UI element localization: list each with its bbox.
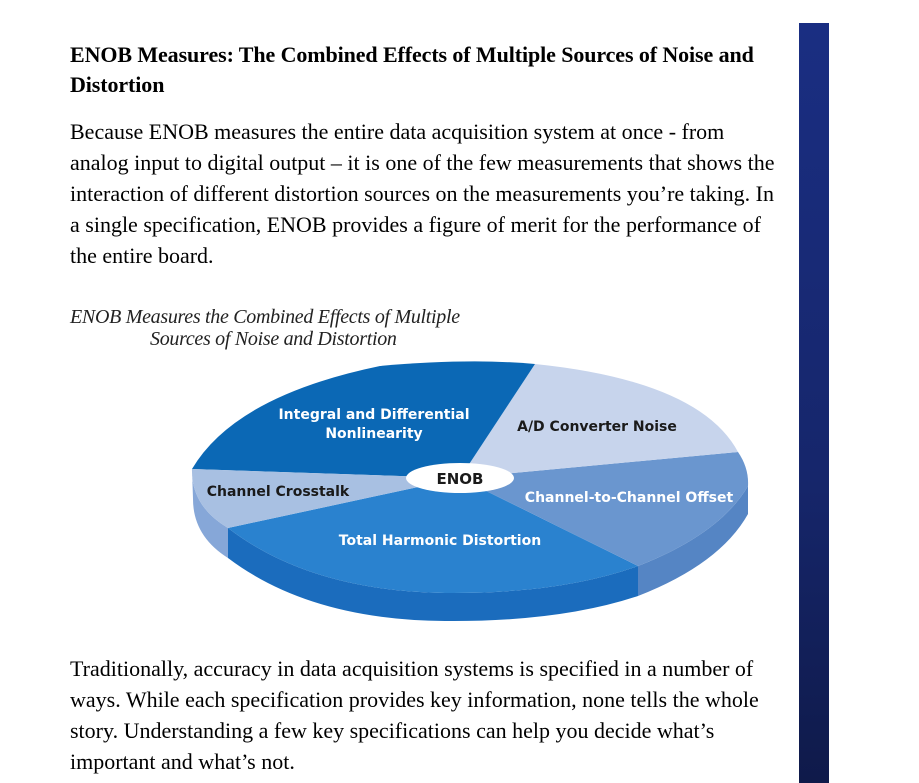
enob-pie-diagram: ENOB Measures the Combined Effects of Mu… <box>69 306 749 622</box>
figure-caption-line-1: ENOB Measures the Combined Effects of Mu… <box>69 306 460 328</box>
pie-slice-converter-noise <box>460 364 738 478</box>
pie-slice-nonlinearity <box>192 361 535 478</box>
pie-slice-offset <box>460 452 749 566</box>
label-nonlinearity-line-2: Nonlinearity <box>325 426 422 442</box>
side-scroll-bar <box>799 23 829 783</box>
enob-pie-figure: ENOB Measures the Combined Effects of Mu… <box>60 296 760 636</box>
label-offset: Channel-to-Channel Offset <box>525 490 734 506</box>
pie-side-harmonic <box>228 528 638 622</box>
enob-center-ellipse <box>406 463 514 493</box>
pie-slice-harmonic <box>228 478 638 594</box>
article-paragraph-intro: Because ENOB measures the entire data ac… <box>70 119 775 268</box>
label-crosstalk: Channel Crosstalk <box>207 484 350 500</box>
enob-center-label: ENOB <box>437 470 484 488</box>
pie-side-crosstalk <box>191 469 228 558</box>
article: ENOB Measures: The Combined Effects of M… <box>70 40 788 271</box>
label-converter-noise: A/D Converter Noise <box>517 419 677 435</box>
label-harmonic: Total Harmonic Distortion <box>339 533 541 549</box>
label-nonlinearity-line-1: Integral and Differential <box>278 407 469 423</box>
pie-slice-crosstalk <box>191 469 460 528</box>
article-paragraph-specs: Traditionally, accuracy in data acquisit… <box>70 656 759 774</box>
figure-caption-line-2: Sources of Noise and Distortion <box>150 328 397 350</box>
article-heading: ENOB Measures: The Combined Effects of M… <box>70 42 754 97</box>
pie-side-offset <box>638 486 748 596</box>
